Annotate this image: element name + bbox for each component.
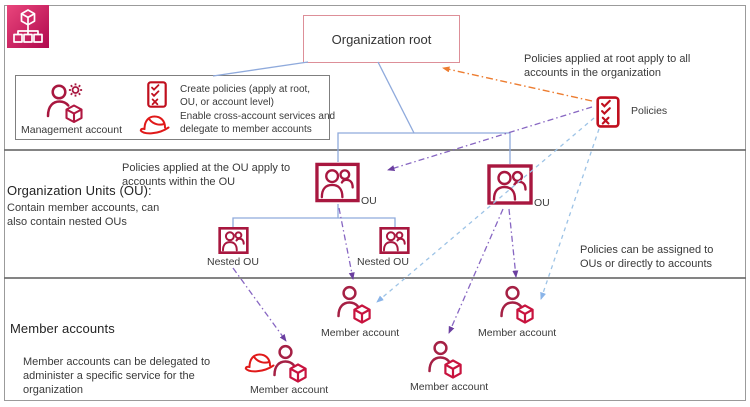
cube-icon [65,104,83,124]
ou-section-description: Contain member accounts, can also contai… [7,202,160,229]
create-policies-note: Create policies (apply at root, OU, or a… [180,84,311,108]
member-account-label: Member account [321,327,400,339]
ou-policy-note: Policies applied at the OU apply to acco… [122,162,291,189]
section-divider-root-ou [4,149,746,151]
diagram-border [4,5,746,401]
ou-label: OU [361,195,377,207]
gear-icon [68,83,83,97]
management-account-icon [46,81,86,125]
aws-organizations-icon [7,5,49,48]
organization-root-label: Organization root [331,31,432,47]
management-account-label: Management account [21,124,122,136]
nested-ou-label: Nested OU [207,256,259,268]
member-account-icon [272,344,308,384]
member-account-label: Member account [410,381,489,393]
policy-assignment-note: Policies can be assigned to OUs or direc… [580,244,714,271]
delegated-admin-hard-hat-icon [243,350,276,375]
policies-icon [596,96,620,128]
member-account-icon [427,340,463,380]
nested-ou-icon [379,227,410,254]
ou-icon [315,162,360,203]
cross-account-note: Enable cross-account services and delega… [180,111,336,135]
policies-label: Policies [631,105,668,117]
member-account-icon [336,285,372,325]
hard-hat-icon [138,112,171,137]
member-account-label: Member account [250,384,329,396]
member-delegation-note: Member accounts can be delegated to admi… [23,356,211,397]
nested-ou-icon [218,227,249,254]
management-account-box: Management account Create policies (appl… [15,75,335,140]
organization-root-box: Organization root [303,15,460,63]
member-account-label: Member account [478,327,557,339]
member-section-heading: Member accounts [10,321,115,336]
ou-label: OU [534,197,550,209]
ou-icon [487,164,533,205]
member-account-icon [499,285,535,325]
checklist-icon [147,81,167,108]
section-divider-ou-members [4,277,746,279]
nested-ou-label: Nested OU [357,256,409,268]
root-policy-note: Policies applied at root apply to all ac… [524,53,691,80]
ou-section-heading: Organization Units (OU): [7,183,152,198]
